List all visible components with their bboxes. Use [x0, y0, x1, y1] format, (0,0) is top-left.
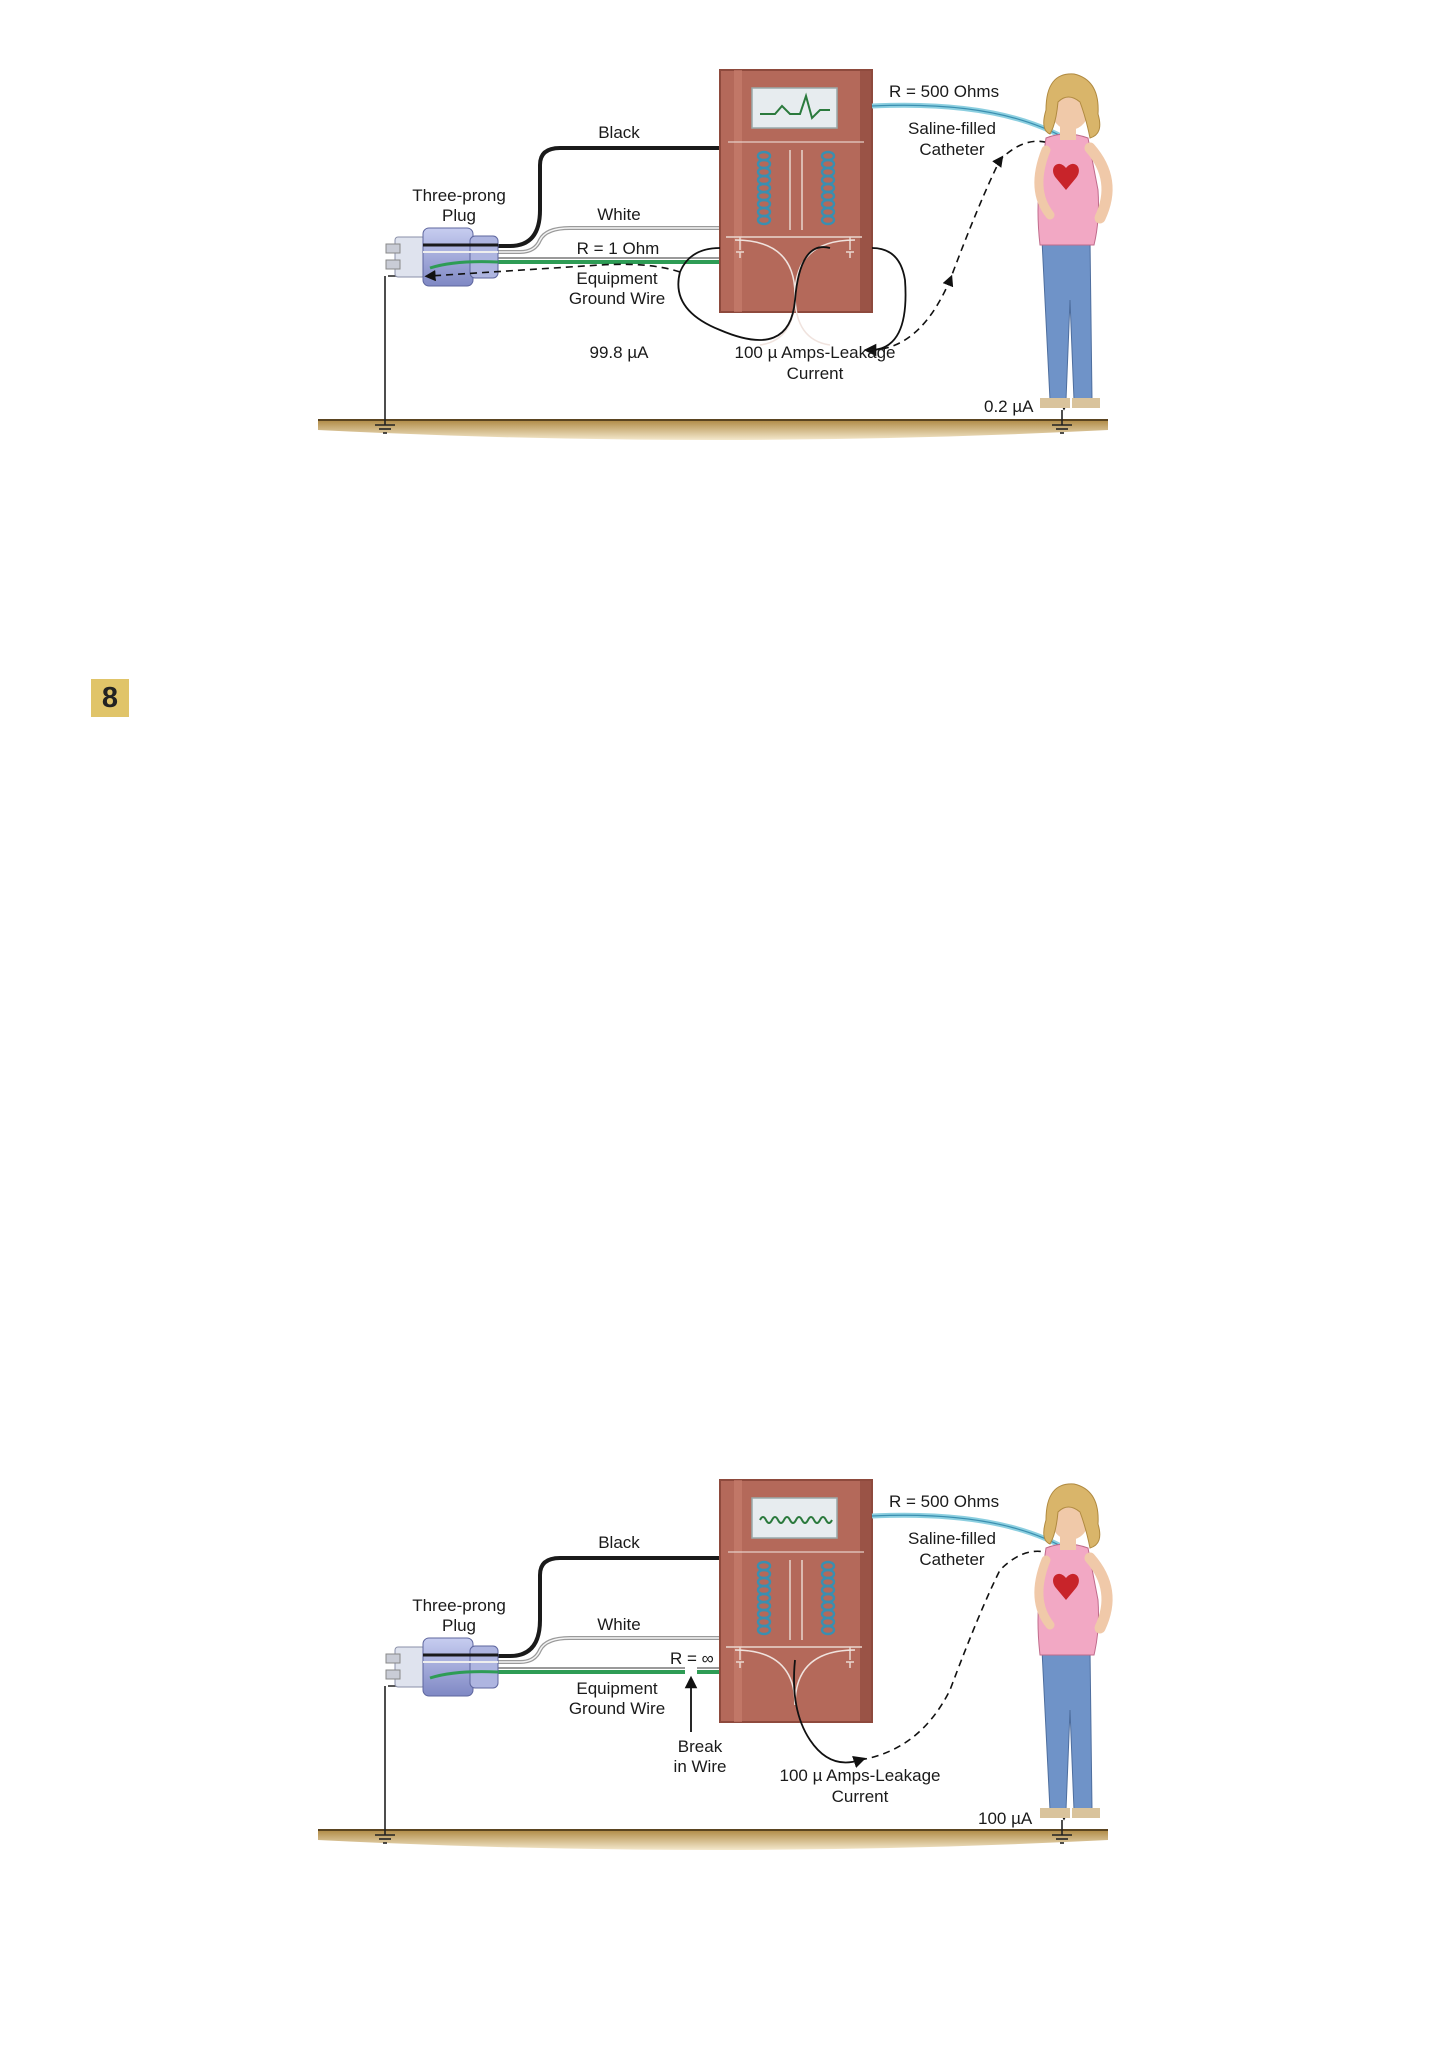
section-number-badge: 8: [91, 679, 129, 717]
plug-label-line2: Plug: [442, 206, 476, 225]
break-label-line2: in Wire: [674, 1757, 727, 1776]
plug-label-line2: Plug: [442, 1616, 476, 1635]
earth-ground-symbol: [1052, 410, 1072, 434]
patient-figure: [1034, 1483, 1113, 1818]
patient-figure: [1034, 73, 1113, 408]
earth-ground-symbol: [1052, 1820, 1072, 1844]
leakage-current-path: [863, 247, 907, 357]
three-prong-plug: [385, 1637, 499, 1697]
break-label-line1: Break: [678, 1737, 723, 1756]
ground-current-label: 99.8 µA: [590, 343, 650, 362]
leakage-diagram-grounded: Black White Three-prong Plug R = 1 Ohm E…: [318, 69, 1113, 440]
leakage-diagram-broken-ground: Black White Three-prong Plug R = ∞ Equip…: [318, 1479, 1113, 1850]
black-wire-label: Black: [598, 1533, 640, 1552]
ground-resistance-label: R = ∞: [670, 1649, 714, 1668]
leakage-current-path: [677, 246, 831, 341]
ground-wire-label-line1: Equipment: [576, 1679, 658, 1698]
earth-ground-symbol: [375, 1686, 395, 1844]
earth-ground-symbol: [375, 276, 395, 434]
monitor-waveform: [759, 1516, 833, 1524]
floor: [318, 419, 1108, 440]
catheter-label-line1: Saline-filled: [908, 1529, 996, 1548]
patient-current-label: 0.2 µA: [984, 397, 1034, 416]
monitor-waveform: [760, 92, 830, 120]
medical-device: [719, 69, 873, 346]
plug-label-line1: Three-prong: [412, 1596, 506, 1615]
ground-wire-label-line2: Ground Wire: [569, 1699, 665, 1718]
plug-label-line1: Three-prong: [412, 186, 506, 205]
black-wire: [495, 146, 720, 248]
leakage-current-path: [793, 1659, 866, 1768]
leakage-current-label-line1: 100 µ Amps-Leakage: [734, 343, 895, 362]
leakage-current-path: [859, 1550, 1061, 1761]
hair: [1043, 73, 1101, 139]
catheter-label-line2: Catheter: [919, 140, 985, 159]
catheter-label-line1: Saline-filled: [908, 119, 996, 138]
catheter-resistance-label: R = 500 Ohms: [889, 1492, 999, 1511]
three-prong-plug: [385, 227, 499, 287]
ground-wire-label-line1: Equipment: [576, 269, 658, 288]
leakage-current-label-line2: Current: [832, 1787, 889, 1806]
black-wire-label: Black: [598, 123, 640, 142]
leakage-current-label-line2: Current: [787, 364, 844, 383]
hair: [1043, 1483, 1101, 1549]
white-wire-label: White: [597, 1615, 640, 1634]
medical-device: [719, 1479, 873, 1723]
leakage-current-path: [869, 140, 1061, 351]
leakage-current-label-line1: 100 µ Amps-Leakage: [779, 1766, 940, 1785]
transformer-coil: [756, 1560, 836, 1636]
leakage-current-path: [424, 263, 681, 282]
catheter-resistance-label: R = 500 Ohms: [889, 82, 999, 101]
transformer-coil: [756, 150, 836, 226]
white-wire-label: White: [597, 205, 640, 224]
ground-resistance-label: R = 1 Ohm: [577, 239, 660, 258]
ground-wire-label-line2: Ground Wire: [569, 289, 665, 308]
patient-current-label: 100 µA: [978, 1809, 1033, 1828]
catheter-label-line2: Catheter: [919, 1550, 985, 1569]
heart-icon: [1053, 1573, 1079, 1600]
heart-icon: [1053, 163, 1079, 190]
floor: [318, 1829, 1108, 1850]
black-wire: [495, 1556, 720, 1658]
